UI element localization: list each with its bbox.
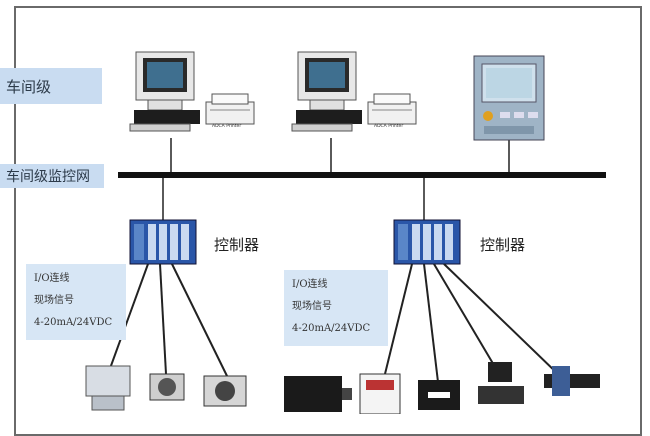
- operator-panel-icon: [473, 55, 545, 141]
- io-line: 现场信号: [34, 295, 74, 306]
- controller-rack-icon: [393, 219, 461, 265]
- io-wire: [383, 263, 413, 379]
- io-line: 4-20mA/24VDC: [292, 323, 371, 334]
- monitor-network-text: 车间级监控网: [6, 169, 90, 185]
- valve-icon: [203, 375, 247, 407]
- io-line: 4-20mA/24VDC: [34, 317, 113, 328]
- monitor-network-label: 车间级监控网: [0, 164, 104, 188]
- monitor-network-bus: [118, 172, 606, 178]
- printer-label: ADCA Printer: [212, 123, 241, 129]
- workshop-level-text: 车间级: [6, 77, 52, 96]
- network-diagram: ADCA Printer ADCA Printer: [0, 6, 642, 436]
- io-wire: [433, 263, 499, 373]
- valve-actuator-icon: [85, 365, 131, 411]
- io-info-box: I/O连线 现场信号 4-20mA/24VDC: [284, 270, 388, 346]
- printer-icon: [367, 93, 417, 125]
- io-wire: [443, 263, 561, 377]
- controller-label: 控制器: [480, 236, 526, 254]
- io-wire: [159, 263, 167, 375]
- printer-icon: [205, 93, 255, 125]
- workshop-level-label: 车间级: [0, 68, 102, 104]
- io-wire: [107, 263, 149, 375]
- sensor-icon: [418, 380, 460, 410]
- workstation-icon: [291, 51, 362, 132]
- io-line: I/O连线: [34, 273, 70, 284]
- workstation-icon: [129, 51, 200, 132]
- io-wire: [171, 263, 229, 379]
- io-info-box: I/O连线 现场信号 4-20mA/24VDC: [26, 264, 126, 340]
- controller-label: 控制器: [214, 236, 260, 254]
- io-line: 现场信号: [292, 301, 332, 312]
- transmitter-icon: [544, 366, 600, 396]
- controller-rack-icon: [129, 219, 197, 265]
- motor-icon: [284, 376, 352, 412]
- printer-label: ADCA Printer: [374, 123, 403, 129]
- io-wire: [423, 263, 439, 383]
- diagram-graphics: ADCA Printer ADCA Printer: [85, 51, 606, 414]
- io-line: I/O连线: [292, 279, 328, 290]
- flowmeter-icon: [478, 362, 524, 404]
- drive-icon: [359, 373, 401, 414]
- valve-icon: [149, 373, 185, 401]
